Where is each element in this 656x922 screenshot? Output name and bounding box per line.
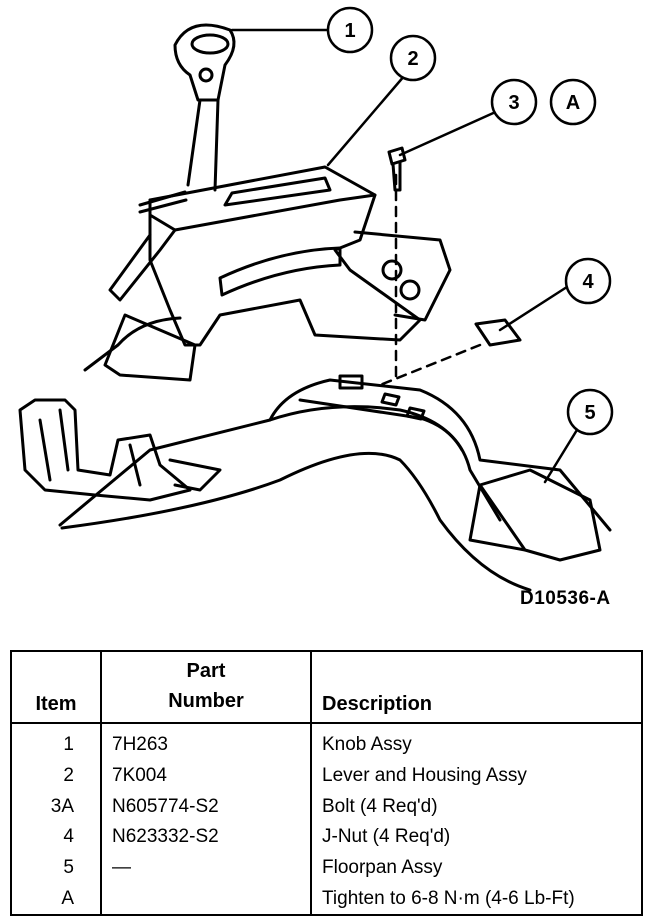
table-row: 2 7K004 Lever and Housing Assy	[11, 760, 642, 792]
callout-circle-5	[566, 388, 614, 436]
callout-circle-3	[490, 78, 538, 126]
cell-item: A	[11, 883, 102, 915]
table-row: 3A N605774-S2 Bolt (4 Req'd)	[11, 791, 642, 823]
callout-label-5: 5	[584, 402, 595, 424]
cell-item: 2	[11, 760, 102, 792]
cell-part-number: 7K004	[101, 760, 312, 792]
callout-label-1: 1	[344, 20, 355, 42]
cell-description: J-Nut (4 Req'd)	[322, 826, 451, 848]
cell-description: Lever and Housing Assy	[322, 765, 527, 787]
table-row: 1 7H263 Knob Assy	[11, 723, 642, 761]
callout-label-2: 2	[407, 48, 418, 70]
callout-label-a: A	[566, 92, 580, 114]
table-row: A Tighten to 6-8 N·m (4-6 Lb-Ft)	[11, 883, 642, 915]
parts-table: Item Part Number Description 1 7H263 Kno…	[10, 650, 643, 916]
cell-part-number: —	[101, 852, 312, 884]
header-part-number: Part Number	[101, 651, 312, 724]
cell-item: 3A	[11, 791, 102, 823]
cell-item: 4	[11, 822, 102, 853]
callout-circle-2	[389, 34, 437, 82]
parts-table-header: Item Part Number Description	[11, 651, 642, 724]
j-nut	[474, 318, 522, 347]
cell-description: Floorpan Assy	[322, 856, 443, 878]
cell-part-number	[101, 883, 312, 915]
callout-label-3: 3	[508, 92, 519, 114]
cell-description: Knob Assy	[322, 734, 412, 756]
header-part-line1: Part	[186, 660, 226, 682]
callout-circle-1	[326, 6, 374, 54]
callout-circle-4	[564, 257, 612, 305]
cell-part-number: N605774-S2	[101, 791, 312, 823]
header-part-line2: Number	[168, 690, 244, 712]
lever-and-housing-assembly	[83, 165, 452, 382]
header-description: Description	[311, 651, 642, 724]
table-row: 5 — Floorpan Assy	[11, 852, 642, 884]
header-item: Item	[11, 651, 102, 724]
table-row: 4 N623332-S2 J-Nut (4 Req'd)	[11, 822, 642, 853]
callout-circle-a	[549, 78, 597, 126]
bolt	[387, 146, 407, 192]
cell-description: Bolt (4 Req'd)	[322, 795, 438, 817]
floorpan-assembly	[18, 374, 612, 592]
shift-knob	[173, 23, 236, 192]
cell-part-number: N623332-S2	[101, 822, 312, 853]
diagram-reference-number: D10536-A	[520, 588, 611, 609]
callout-label-4: 4	[582, 271, 594, 293]
cell-description: Tighten to 6-8 N·m (4-6 Lb-Ft)	[322, 887, 575, 909]
cell-item: 5	[11, 852, 102, 884]
cell-item: 1	[11, 723, 102, 761]
cell-part-number: 7H263	[101, 723, 312, 761]
shifter-exploded-diagram: 1 2 3 A 4 5	[18, 6, 614, 592]
